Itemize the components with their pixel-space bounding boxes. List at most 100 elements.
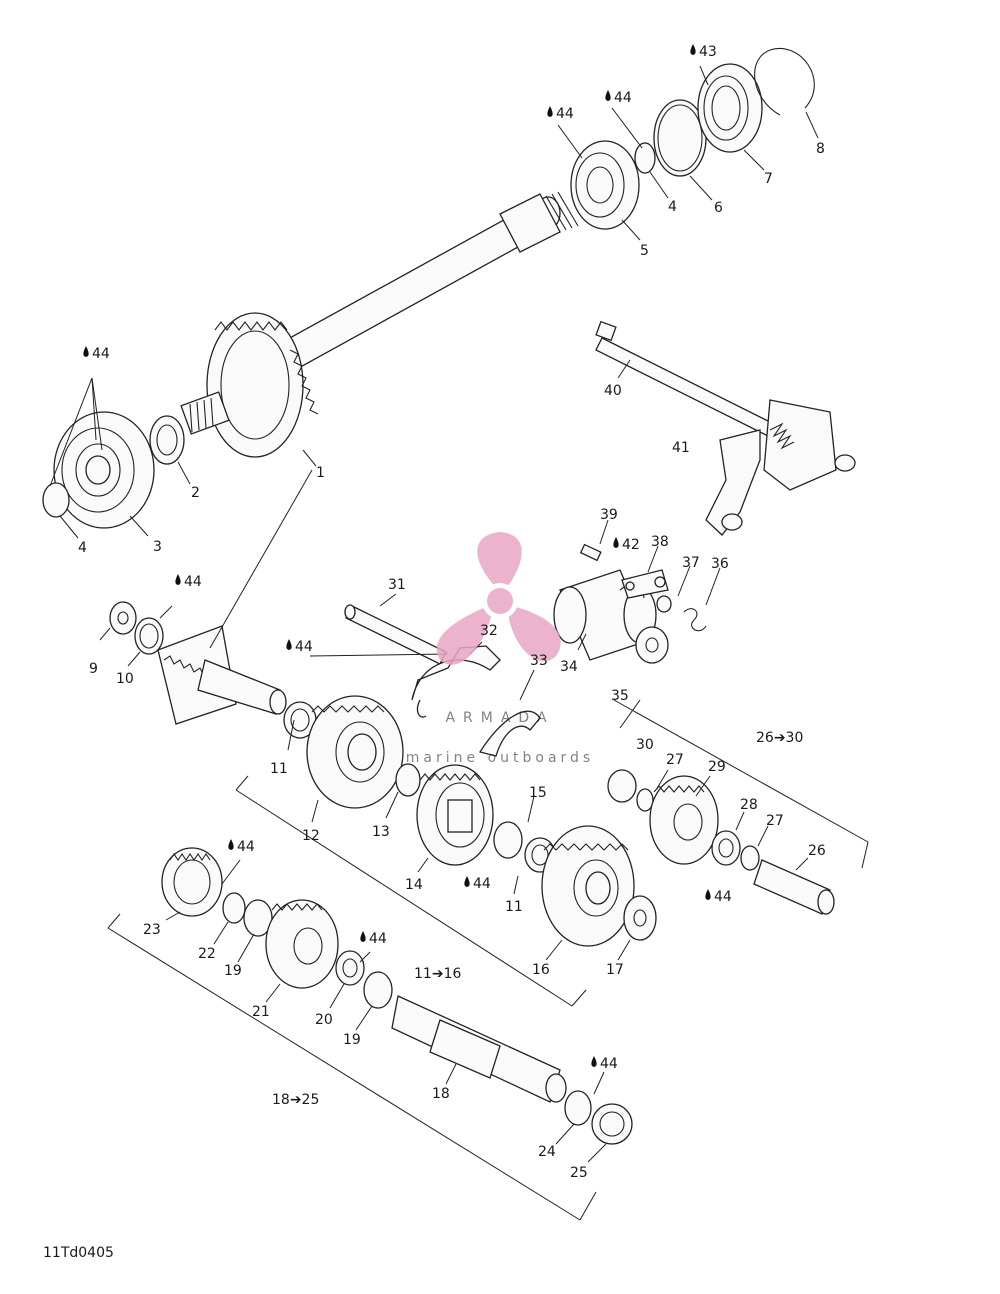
needle-bearing-20 <box>335 950 365 986</box>
index-plate-38 <box>621 569 669 599</box>
leader-lines-shift <box>617 359 631 379</box>
label-21: 21 <box>252 1004 270 1020</box>
leader-lines-top <box>49 65 819 539</box>
label-9: 9 <box>89 661 98 677</box>
label-33: 33 <box>530 653 548 669</box>
label-40: 40 <box>604 383 622 399</box>
circlip-8 <box>754 47 815 116</box>
label-19b: 19 <box>343 1032 361 1048</box>
shift-shaft <box>595 320 791 445</box>
washer-17 <box>623 895 657 941</box>
svg-text:44: 44 <box>614 90 632 106</box>
shift-lever <box>705 399 856 536</box>
label-14: 14 <box>405 877 423 893</box>
lube-marker-44d: 44 <box>175 574 202 590</box>
label-4a: 4 <box>78 540 87 556</box>
bushing-25 <box>591 1103 633 1145</box>
bearing-left <box>53 411 155 529</box>
svg-text:44: 44 <box>714 889 732 905</box>
label-27a: 27 <box>666 752 684 768</box>
gear-21 <box>265 899 339 989</box>
label-1: 1 <box>316 465 325 481</box>
lube-marker-44b: 44 <box>547 106 574 122</box>
label-17: 17 <box>606 962 624 978</box>
lubricant-markers: 43 44 44 44 42 44 44 44 <box>83 44 732 1072</box>
bearing-right <box>570 140 640 230</box>
svg-text:44: 44 <box>295 639 313 655</box>
label-6: 6 <box>714 200 723 216</box>
label-20: 20 <box>315 1012 333 1028</box>
label-11b: 11 <box>505 899 523 915</box>
bevel-pinion-shaft <box>157 625 287 725</box>
drum-washer-35 <box>635 626 669 664</box>
svg-text:44: 44 <box>600 1056 618 1072</box>
propeller-logo <box>436 532 561 665</box>
output-shaft <box>180 191 579 458</box>
label-18: 18 <box>432 1086 450 1102</box>
gear-12 <box>306 695 404 809</box>
washer-19a <box>243 899 273 937</box>
part-labels: 1 2 3 4 4 5 6 7 8 9 10 11 11 12 13 14 15… <box>78 141 826 1181</box>
group-brackets <box>99 469 869 1221</box>
lube-marker-44h: 44 <box>228 839 255 855</box>
label-39: 39 <box>600 507 618 523</box>
lube-marker-43: 43 <box>690 44 717 60</box>
circlip-22 <box>222 892 246 924</box>
washer-9 <box>109 601 137 635</box>
label-32: 32 <box>480 623 498 639</box>
label-24: 24 <box>538 1144 556 1160</box>
label-27b: 27 <box>766 813 784 829</box>
label-11a: 11 <box>270 761 288 777</box>
washer-19b <box>363 971 393 1009</box>
bearing-10 <box>134 617 164 655</box>
svg-text:42: 42 <box>622 537 640 553</box>
label-36: 36 <box>711 556 729 572</box>
washer-27b <box>740 845 760 871</box>
label-12: 12 <box>302 828 320 844</box>
label-41: 41 <box>672 440 690 456</box>
svg-text:43: 43 <box>699 44 717 60</box>
seal-ring-left <box>42 482 70 518</box>
lube-marker-44i: 44 <box>360 931 387 947</box>
label-26: 26 <box>808 843 826 859</box>
label-4b: 4 <box>668 199 677 215</box>
label-13: 13 <box>372 824 390 840</box>
watermark-brand: ARMADA <box>445 710 554 726</box>
lube-marker-42: 42 <box>613 537 640 553</box>
label-3: 3 <box>153 539 162 555</box>
lube-marker-44f: 44 <box>464 876 491 892</box>
svg-text:44: 44 <box>237 839 255 855</box>
watermark-tagline: marine outboards <box>406 750 594 766</box>
lube-marker-44a: 44 <box>605 90 632 106</box>
label-28: 28 <box>740 797 758 813</box>
lube-marker-44e: 44 <box>286 639 313 655</box>
label-7: 7 <box>764 171 773 187</box>
group-labels: 11➔16 18➔25 26➔30 <box>272 730 803 1108</box>
label-19a: 19 <box>224 963 242 979</box>
svg-text:44: 44 <box>369 931 387 947</box>
seal-24 <box>564 1090 592 1126</box>
label-10: 10 <box>116 671 134 687</box>
spring-36 <box>683 608 707 632</box>
idler-shaft-26 <box>753 859 835 915</box>
lube-marker-44g: 44 <box>705 889 732 905</box>
label-15: 15 <box>529 785 547 801</box>
group-label-18-25: 18➔25 <box>272 1092 319 1108</box>
washer-37 <box>656 595 672 613</box>
leader-lines-drum <box>577 519 721 651</box>
label-2: 2 <box>191 485 200 501</box>
drawing-code: 11Td0405 <box>43 1245 114 1261</box>
label-16: 16 <box>532 962 550 978</box>
shift-fork-33 <box>478 710 541 757</box>
label-38: 38 <box>651 534 669 550</box>
thrust-washer-2 <box>149 415 185 465</box>
label-31: 31 <box>388 577 406 593</box>
needle-bearing-28 <box>711 830 741 866</box>
watermark: ARMADA marine outboards <box>406 532 594 766</box>
label-30: 30 <box>636 737 654 753</box>
oil-seal-7 <box>697 63 763 153</box>
label-35: 35 <box>611 688 629 704</box>
label-34: 34 <box>560 659 578 675</box>
o-ring-4 <box>634 142 656 174</box>
